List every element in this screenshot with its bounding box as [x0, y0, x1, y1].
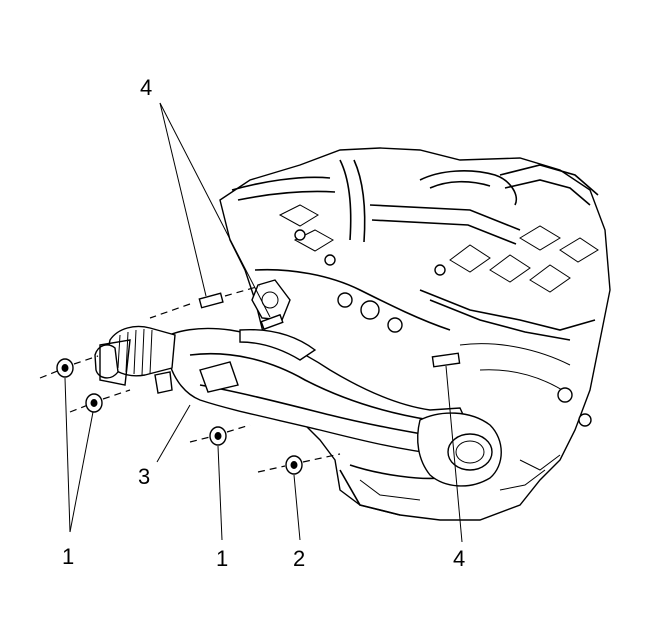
nut-left-lower [69, 389, 131, 413]
callout-nut-right: 2 [293, 546, 305, 571]
callout-stud-right: 4 [453, 546, 465, 571]
callout-nut-left: 1 [62, 544, 74, 569]
stud-upper-right [260, 313, 284, 331]
stud-upper-left [149, 285, 261, 319]
exhaust-crossover-pipe [94, 325, 502, 487]
leader-lines [64, 102, 463, 543]
nut-middle [189, 424, 251, 446]
callout-nut-middle: 1 [216, 546, 228, 571]
nut-left-upper [39, 355, 99, 379]
stud-right [431, 352, 461, 368]
callout-pipe: 3 [138, 464, 150, 489]
nut-right [257, 453, 341, 475]
callout-stud-top: 4 [140, 75, 152, 100]
